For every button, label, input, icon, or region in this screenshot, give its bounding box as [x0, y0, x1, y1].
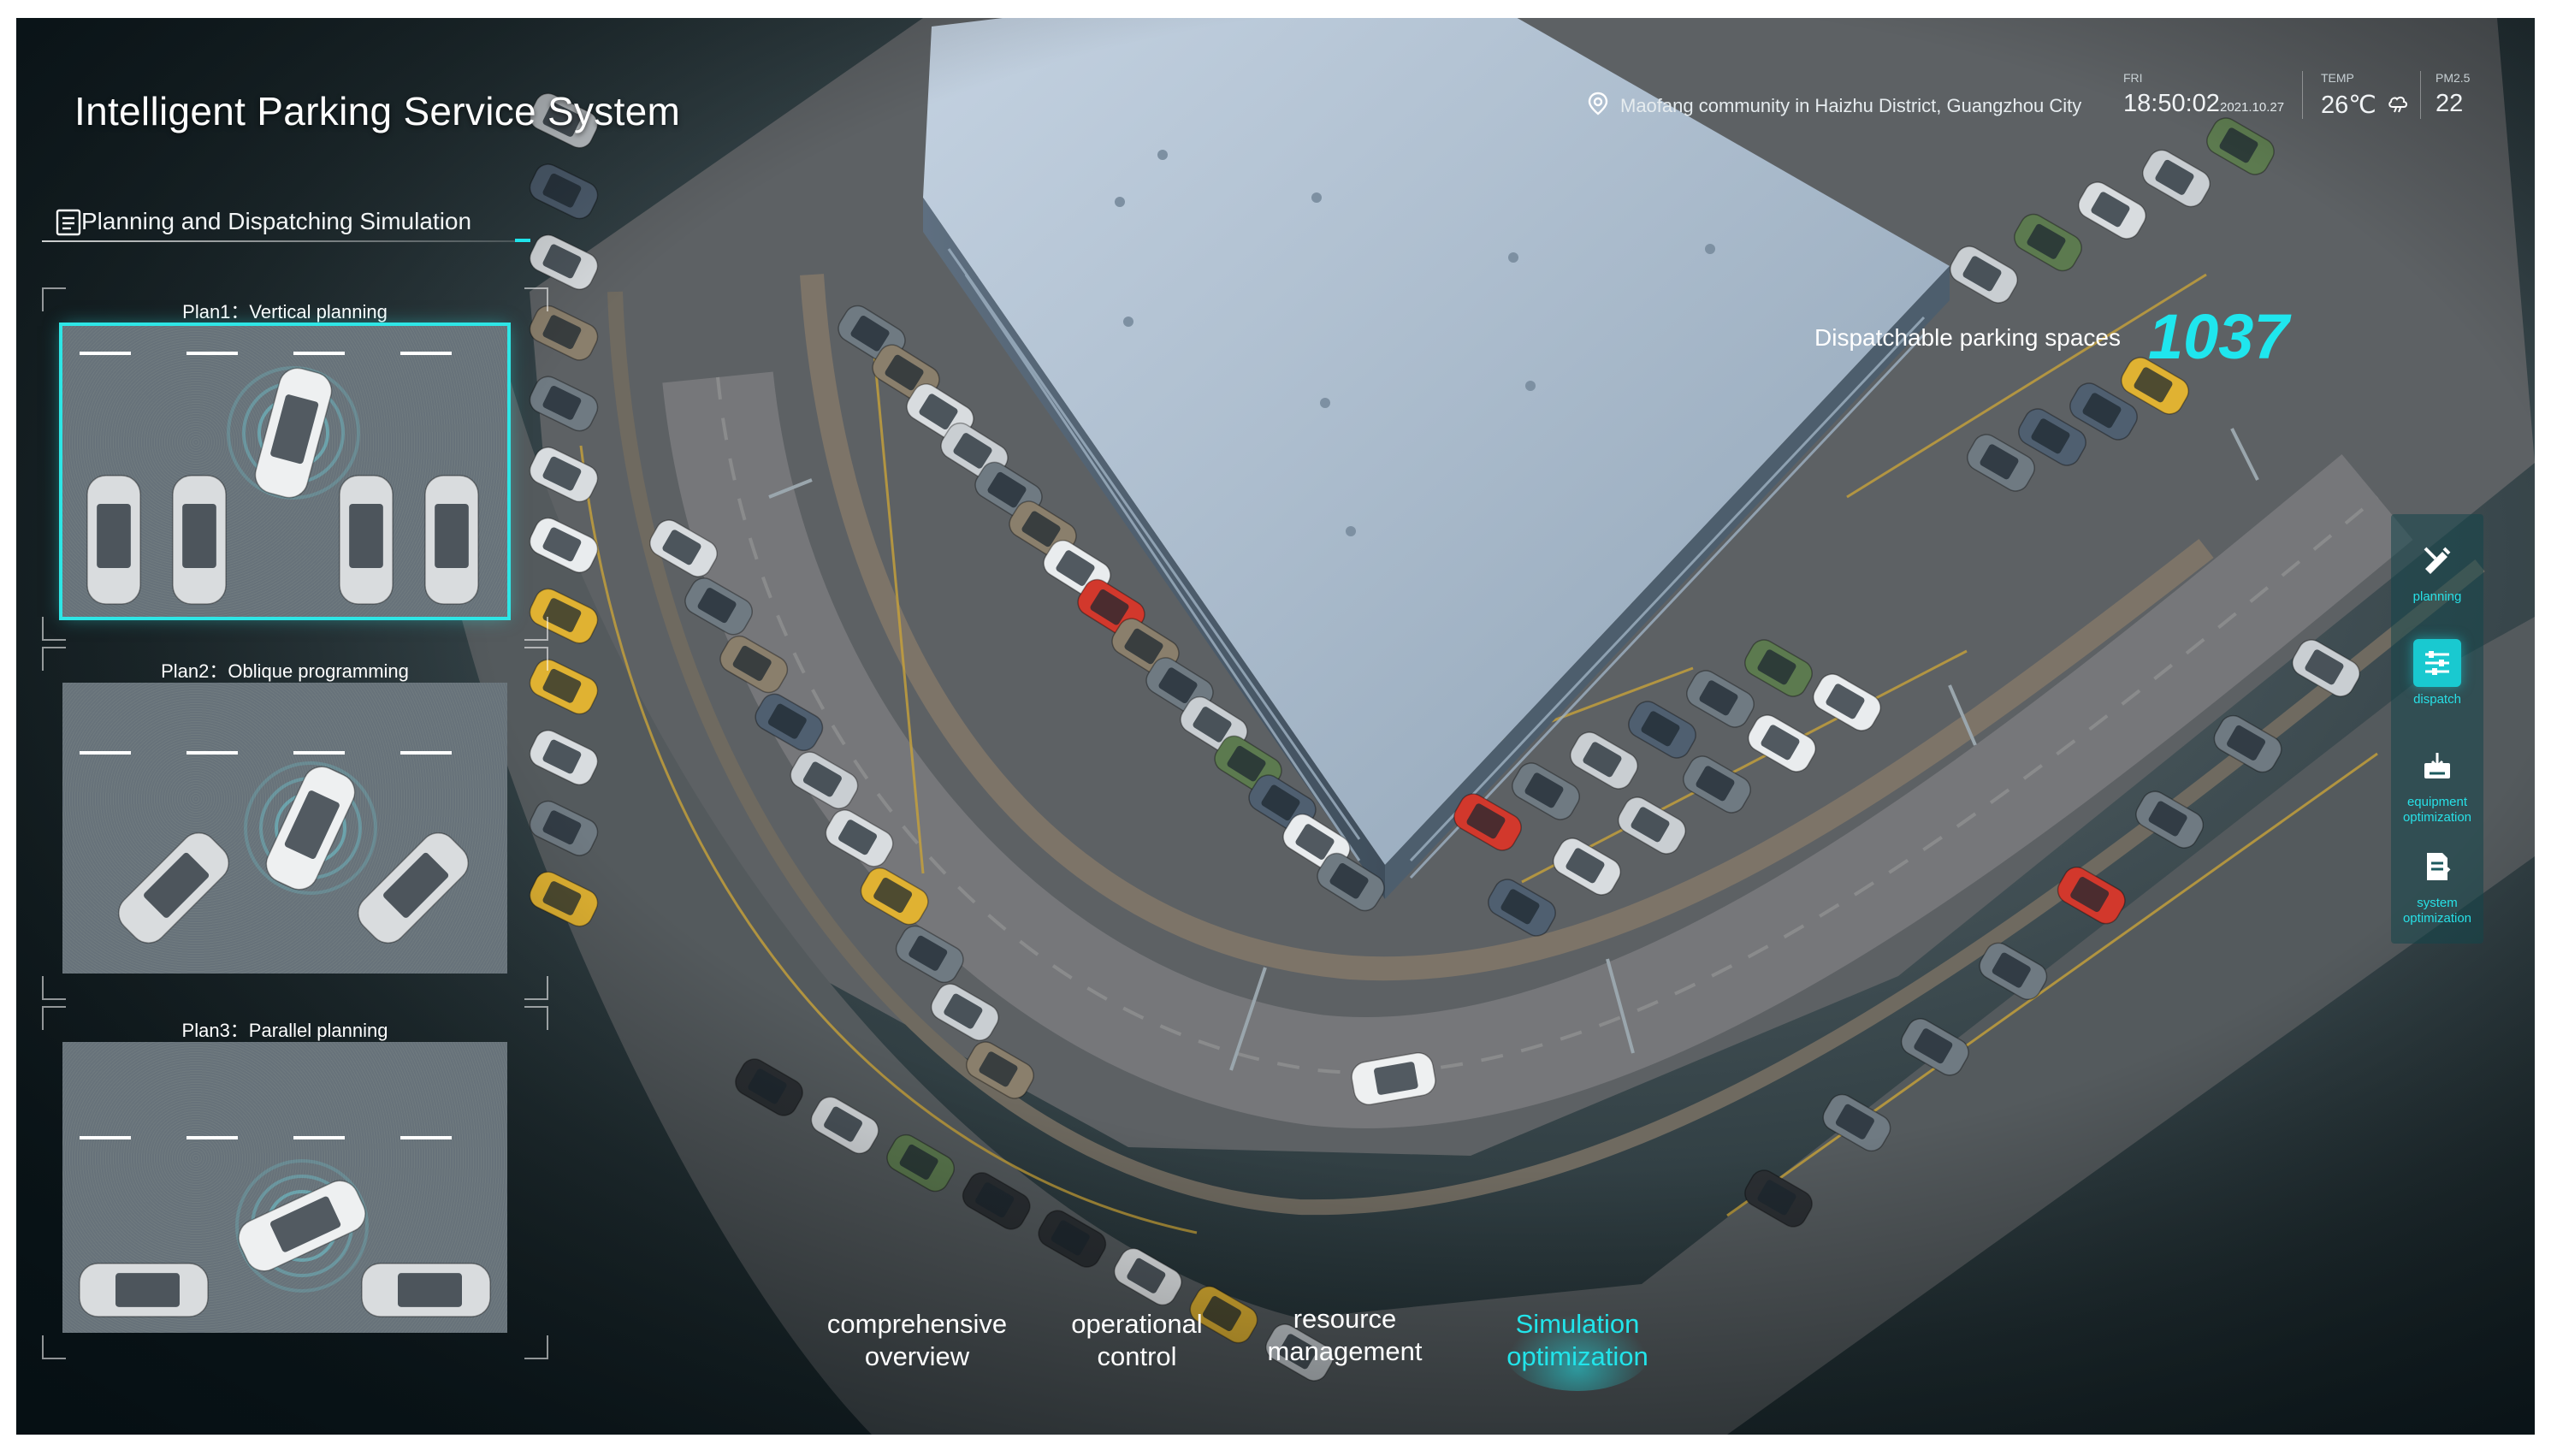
car: [79, 1263, 209, 1317]
clock-time: 18:50:02: [2123, 90, 2220, 117]
plan-label: Plan2：Oblique programming: [161, 660, 409, 682]
side-nav-system-optimization[interactable]: system optimization: [2391, 843, 2483, 926]
pm25-label: PM2.5: [2436, 71, 2471, 85]
car: [254, 367, 333, 499]
side-nav-equipment-optimization[interactable]: equipment optimization: [2391, 742, 2483, 826]
sliders-icon: [2413, 639, 2461, 687]
section-underline: [42, 240, 530, 242]
plan-label: Plan1：Vertical planning: [182, 301, 388, 323]
list-doc-icon: [56, 209, 81, 240]
tab-simulation-optimization[interactable]: Simulation optimization: [1506, 1309, 1648, 1371]
tab-resource-management[interactable]: resource management: [1267, 1304, 1423, 1366]
temp-value: 26℃: [2321, 90, 2409, 121]
car: [424, 475, 479, 605]
frame-corner: [42, 976, 66, 1000]
car: [172, 475, 227, 605]
plan2-oblique-illustration[interactable]: [62, 683, 507, 974]
frame-corner: [42, 1006, 66, 1030]
temp-reading: 26℃: [2321, 92, 2376, 119]
app-frame: Intelligent Parking Service System Maofa…: [16, 18, 2535, 1435]
side-nav-dispatch[interactable]: dispatch: [2391, 639, 2483, 707]
location-label: Maofang community in Haizhu District, Gu…: [1620, 94, 2082, 116]
tab-comprehensive-overview[interactable]: comprehensive overview: [826, 1309, 1008, 1371]
car: [358, 832, 469, 944]
header-divider: [2420, 71, 2421, 119]
equipment-box-icon: [2413, 742, 2461, 790]
location: Maofang community in Haizhu District, Gu…: [1588, 92, 2081, 120]
temp-label: TEMP: [2321, 71, 2354, 85]
plan-label: Plan3：Parallel planning: [181, 1020, 388, 1041]
frame-corner: [524, 1335, 548, 1359]
plan1-vertical-illustration[interactable]: [62, 326, 507, 617]
section-title: Planning and Dispatching Simulation: [81, 208, 472, 234]
plan3-parallel-illustration[interactable]: [62, 1042, 507, 1333]
clock-date: 2021.10.27: [2220, 100, 2285, 115]
dispatchable-count: 1037: [2148, 301, 2289, 372]
dispatchable-label: Dispatchable parking spaces: [1814, 324, 2121, 351]
car: [238, 1180, 366, 1272]
frame-corner: [42, 1335, 66, 1359]
tab-operational-control[interactable]: operational control: [1071, 1309, 1203, 1371]
side-nav-planning[interactable]: planning: [2391, 536, 2483, 605]
side-nav-label: planning: [2412, 589, 2462, 604]
active-tab-glow: [1505, 1314, 1650, 1391]
app-title: Intelligent Parking Service System: [74, 89, 681, 133]
frame-corner: [42, 287, 66, 311]
frame-corner: [524, 647, 548, 671]
car: [339, 475, 394, 605]
side-nav-label: dispatch: [2413, 692, 2461, 707]
weekday-label: FRI: [2123, 71, 2143, 85]
frame-corner: [42, 617, 66, 641]
header-divider: [2302, 71, 2303, 119]
side-nav-label: system optimization: [2402, 896, 2472, 926]
pm25-value: 22: [2436, 90, 2464, 117]
car: [118, 832, 229, 944]
side-nav: planning dispatch equipment optimization…: [2391, 514, 2483, 944]
planning-tool-icon: [2413, 536, 2461, 584]
frame-corner: [524, 617, 548, 641]
section-header: [42, 202, 547, 249]
car: [265, 766, 356, 891]
car: [361, 1263, 491, 1317]
side-nav-label: equipment optimization: [2402, 795, 2472, 825]
car: [86, 475, 141, 605]
frame-corner: [524, 287, 548, 311]
section-accent: [515, 239, 530, 242]
cloudy-rain-icon: [2387, 92, 2409, 121]
frame-corner: [42, 647, 66, 671]
frame-corner: [524, 1006, 548, 1030]
location-pin-icon: [1588, 92, 1608, 120]
system-doc-icon: [2413, 843, 2461, 891]
frame-corner: [524, 976, 548, 1000]
